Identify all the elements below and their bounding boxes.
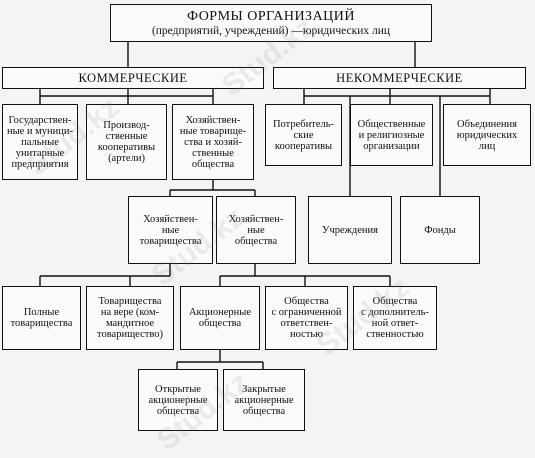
box-open-jsc: Открытые акционерные общества [138,369,218,431]
box-limited-partnerships: Товарищества на вере (ком- мандитное тов… [86,286,174,350]
box-business-partnerships: Хозяйствен- ные товарищества [128,196,213,264]
box-unitary-enterprises: Государствен- ные и муници- пальные унит… [2,104,78,180]
title-box: ФОРМЫ ОРГАНИЗАЦИЙ (предприятий, учрежден… [110,4,432,42]
box-consumer-coops: Потребитель- ские кооперативы [265,104,342,166]
box-production-coops: Производ- ственные кооперативы (артели) [86,104,167,180]
noncommercial-header: НЕКОММЕРЧЕСКИЕ [273,67,526,89]
box-institutions: Учреждения [308,196,392,264]
commercial-header: КОММЕРЧЕСКИЕ [2,67,264,89]
box-closed-jsc: Закрытые акционерные общества [223,369,305,431]
box-full-partnerships: Полные товарищества [2,286,81,350]
diagram-title: ФОРМЫ ОРГАНИЗАЦИЙ [186,8,356,24]
box-business-companies: Хозяйствен- ные общества [216,196,296,264]
box-additional-liability: Общества с дополнитель- ной ответ- ствен… [353,286,437,350]
box-llc: Общества с ограниченной ответствен- ност… [265,286,348,350]
box-economic-entities: Хозяйствен- ные товарище- ства и хозяй- … [172,104,254,180]
box-joint-stock: Акционерные общества [180,286,260,350]
box-legal-unions: Объединения юридических лиц [443,104,531,166]
diagram-subtitle: (предприятий, учреждений) —юридических л… [151,24,391,37]
box-funds: Фонды [400,196,480,264]
box-public-religious: Общественные и религиозные организации [350,104,433,166]
